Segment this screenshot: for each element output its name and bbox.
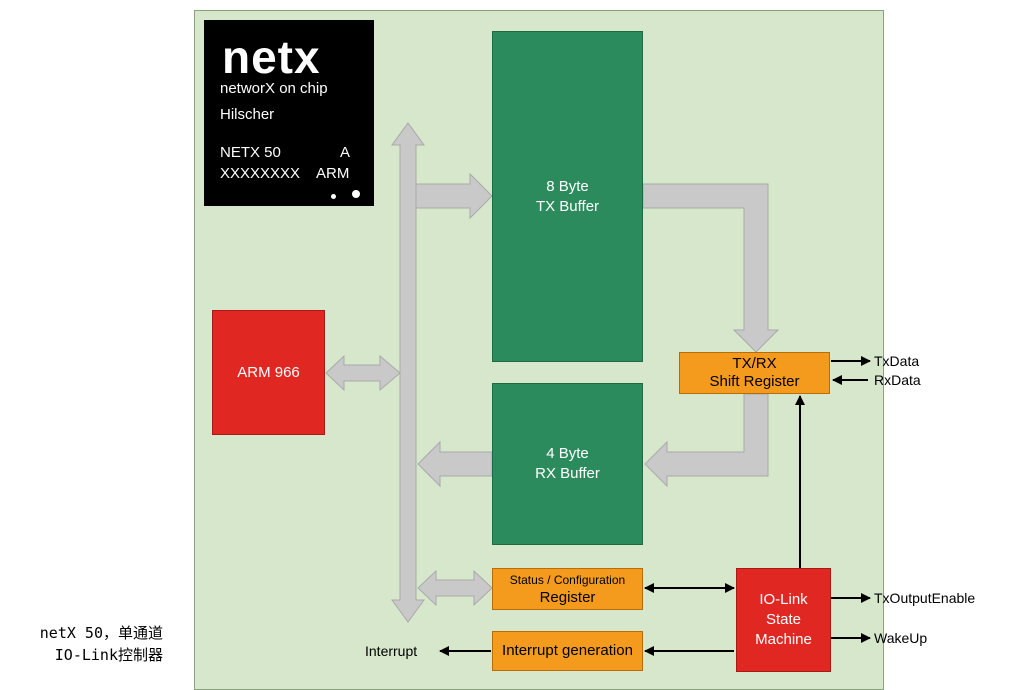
tx-buffer-block: 8 Byte TX Buffer: [492, 31, 643, 362]
txdata-label: TxData: [874, 353, 920, 369]
arm-966-block: ARM 966: [212, 310, 325, 435]
shift-register-line2: Shift Register: [709, 373, 800, 390]
tx-buffer-label: TX Buffer: [535, 197, 600, 215]
tx-buffer-size: 8 Byte: [546, 177, 589, 195]
chip-dot-small: [331, 194, 336, 199]
main-bus-arrow: [391, 122, 425, 623]
caption: netX 50，单通道 IO-Link控制器: [40, 622, 163, 666]
bus-status-arrow: [417, 569, 493, 607]
iolink-state-machine-block: IO-Link State Machine: [736, 568, 831, 672]
interrupt-label: Interrupt: [365, 643, 418, 659]
caption-line1: netX 50，单通道: [39, 624, 163, 642]
status-register-block: Status / Configuration Register: [492, 568, 643, 610]
shift-register-block: TX/RX Shift Register: [679, 352, 830, 394]
status-register-line2: Register: [539, 589, 596, 606]
arm-bus-arrow: [325, 354, 401, 392]
state-machine-line3: Machine: [755, 631, 812, 648]
netx-logo: netx: [222, 31, 321, 83]
state-machine-line2: State: [765, 611, 802, 628]
rx-buffer-label: RX Buffer: [535, 465, 600, 482]
tx-output-enable-label: TxOutputEnable: [874, 590, 976, 606]
chip-vendor: Hilscher: [220, 106, 275, 123]
interrupt-generation-block: Interrupt generation: [492, 631, 643, 671]
interrupt-generation-label: Interrupt generation: [502, 642, 633, 659]
bus-to-tx-arrow: [415, 172, 493, 220]
netx-chip: netx networX on chip Hilscher NETX 50 A …: [204, 20, 374, 206]
shift-register-line1: TX/RX: [732, 355, 777, 372]
rxdata-label: RxData: [874, 372, 921, 388]
chip-dot-large: [352, 190, 360, 198]
rx-to-bus-arrow: [417, 440, 493, 488]
arm-966-label: ARM 966: [237, 363, 300, 381]
tx-to-shift-arrow: [642, 183, 780, 353]
shift-to-rx-arrow: [644, 393, 769, 488]
state-machine-line1: IO-Link: [759, 591, 808, 608]
status-register-line1: Status / Configuration: [509, 573, 626, 587]
caption-line2: IO-Link控制器: [54, 646, 163, 664]
wakeup-label: WakeUp: [874, 630, 928, 646]
rx-buffer-block: 4 Byte RX Buffer: [492, 383, 643, 545]
chip-model: NETX 50: [220, 144, 281, 161]
rx-buffer-size: 4 Byte: [546, 445, 589, 462]
chip-subtitle: networX on chip: [220, 80, 328, 97]
chip-serial: XXXXXXXX: [220, 165, 301, 182]
chip-model-suffix: A: [340, 144, 351, 161]
chip-core: ARM: [316, 165, 350, 182]
